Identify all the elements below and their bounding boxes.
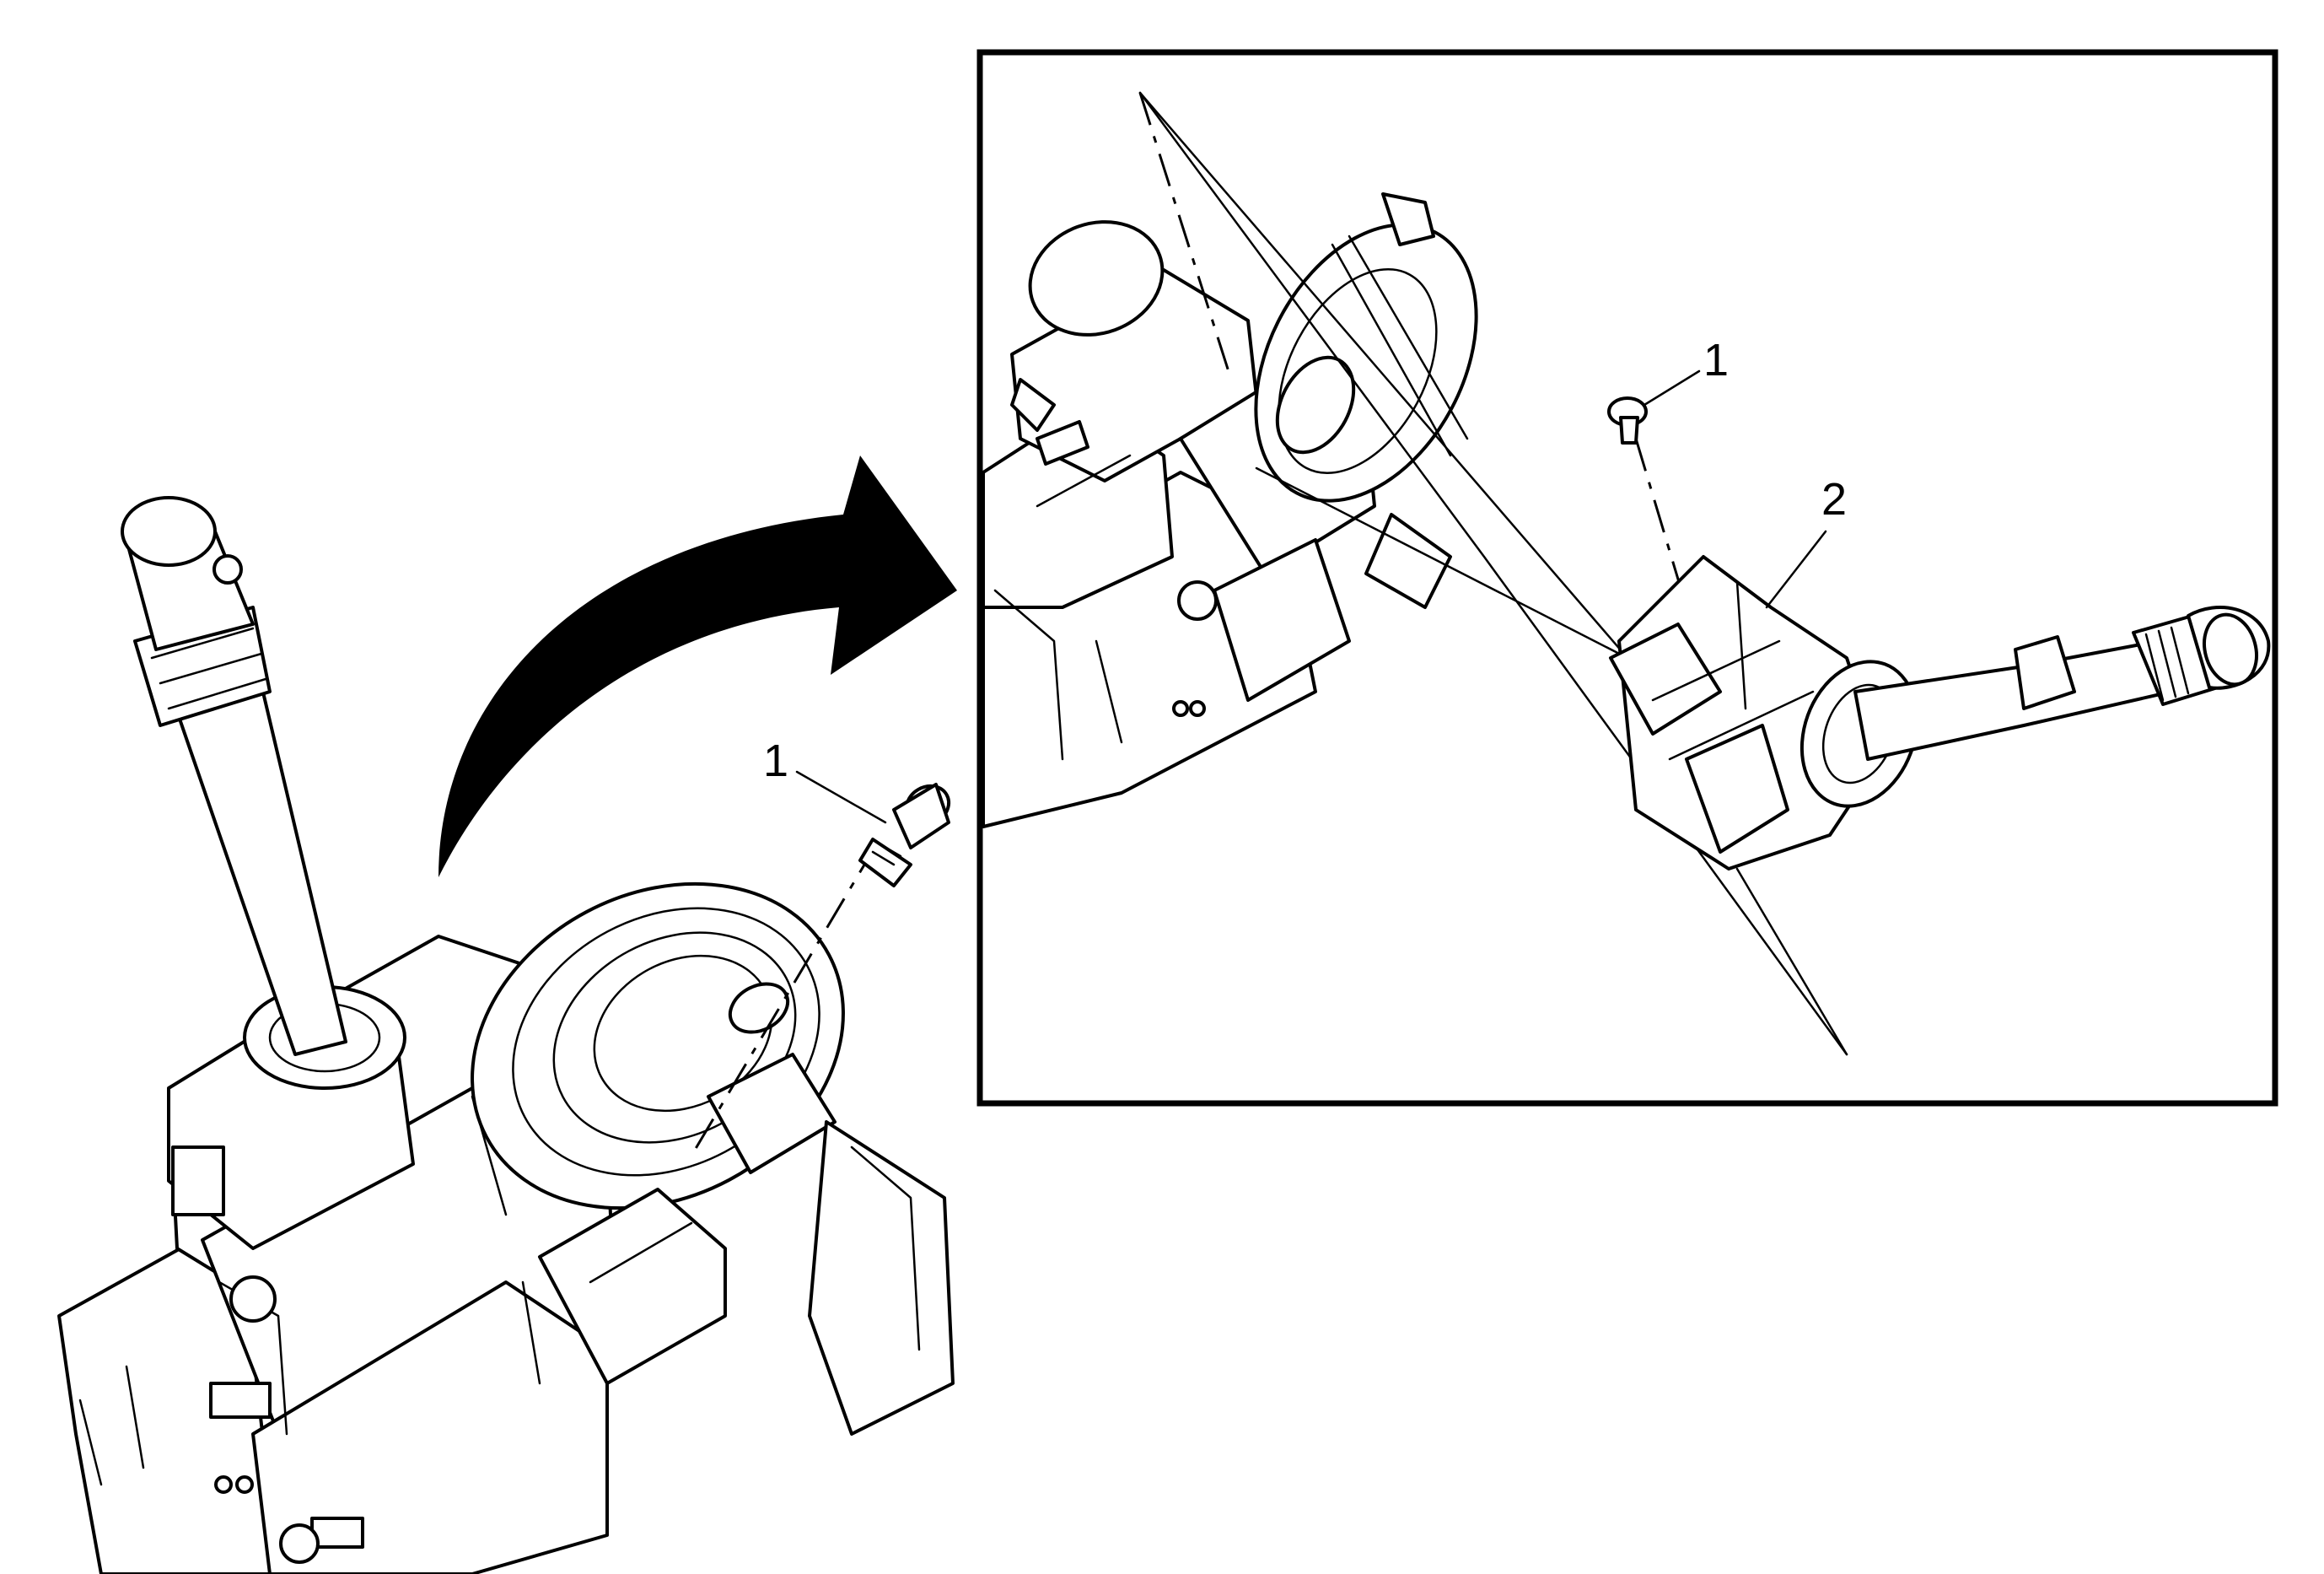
left-bolt-group: 1 bbox=[690, 736, 951, 1156]
inset-switch-leader bbox=[1765, 530, 1827, 609]
inset-bolt-leader bbox=[1643, 369, 1701, 407]
left-bolt-install-line bbox=[690, 843, 879, 1156]
callout-2-inset: 2 bbox=[1821, 474, 1847, 525]
clock-spring-coil bbox=[471, 881, 955, 1436]
detail-inset: 1 2 bbox=[976, 49, 2278, 1107]
left-bolt-leader bbox=[795, 770, 887, 824]
inset-bolt-group: 1 bbox=[1607, 335, 1729, 608]
bolt-icon bbox=[1607, 396, 1648, 445]
callout-1-left: 1 bbox=[763, 736, 788, 786]
callout-1-inset: 1 bbox=[1703, 335, 1729, 385]
inset-bolt-install-line bbox=[1634, 438, 1688, 608]
curved-arrow-icon bbox=[438, 455, 957, 877]
multifunction-switch-left bbox=[121, 496, 415, 1250]
inset-multifunction-switch: 2 bbox=[1609, 474, 2271, 871]
inset-clock-spring bbox=[1254, 192, 1478, 609]
inset-alignment-lines bbox=[1138, 91, 1848, 1056]
bolt-icon bbox=[858, 783, 951, 887]
